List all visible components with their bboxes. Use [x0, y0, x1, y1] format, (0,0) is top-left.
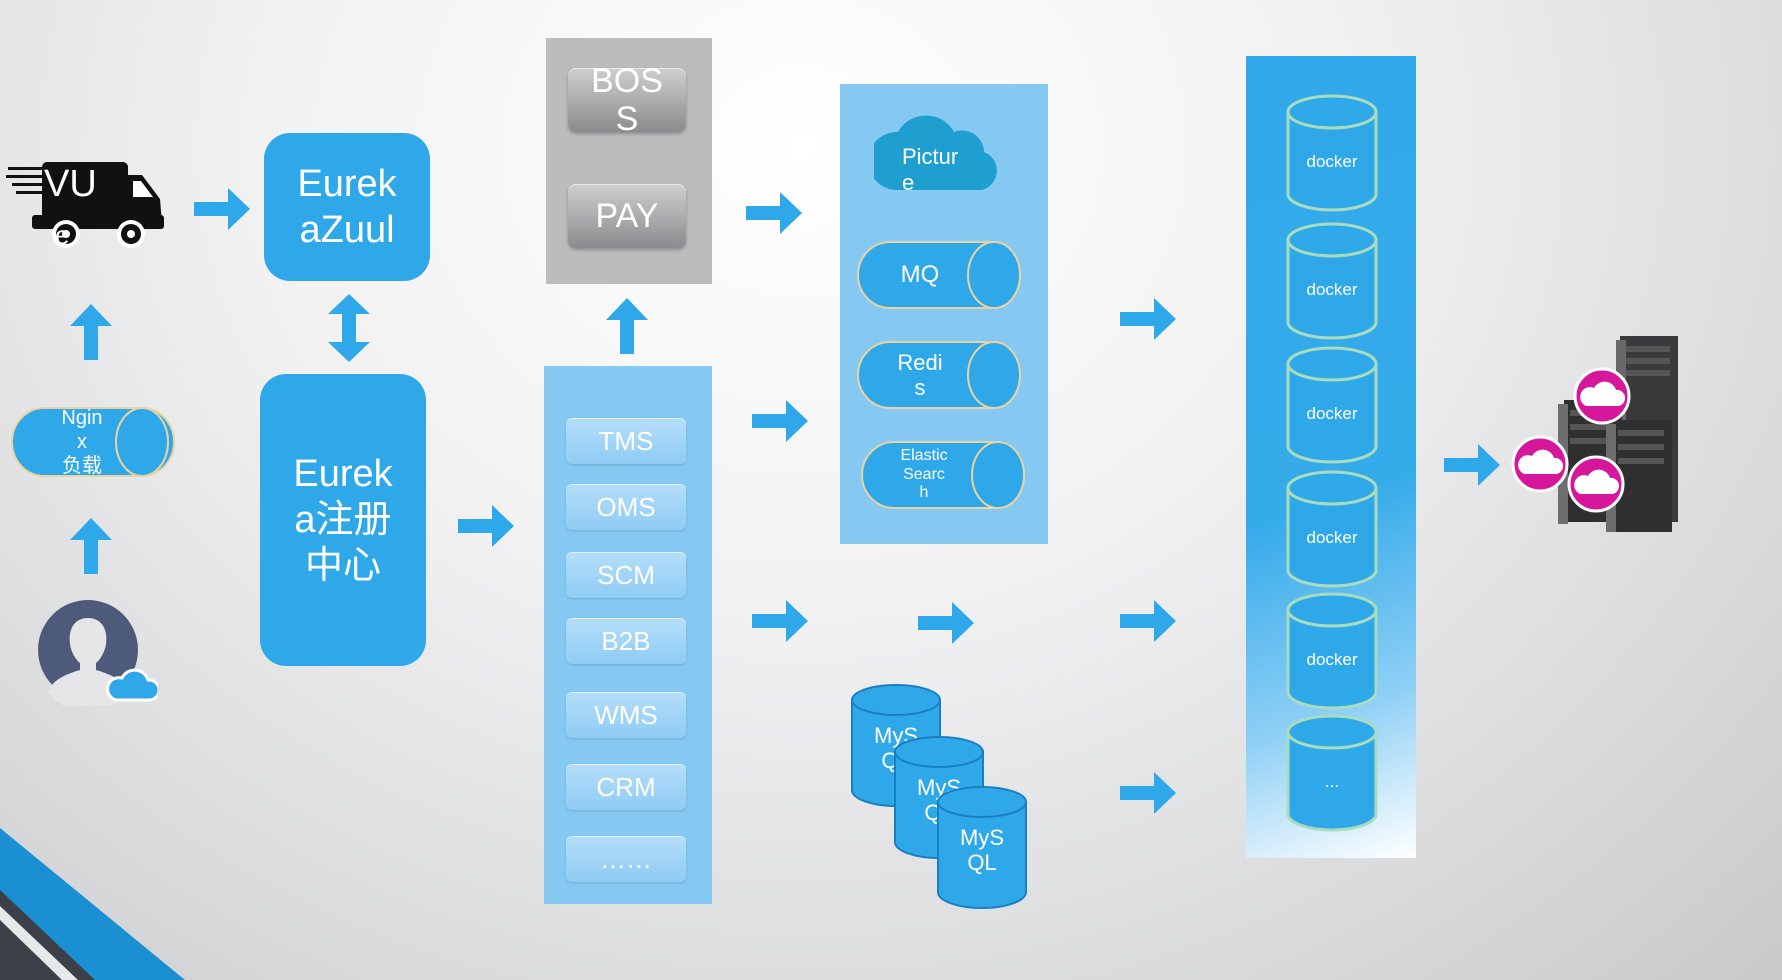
server-cluster-cloud-icon — [1508, 332, 1688, 532]
nginx-load-balancer: Ngin x 负载 — [10, 406, 178, 478]
eureka-registry-box: Eurek a注册 中心 — [260, 374, 426, 666]
service-more: …… — [566, 836, 686, 882]
corner-decoration — [0, 828, 185, 980]
arrow-right-icon — [458, 505, 514, 547]
arrow-right-icon — [752, 400, 808, 442]
redis-cylinder: Redi s — [856, 340, 1024, 410]
service-oms: OMS — [566, 484, 686, 530]
arrow-up-icon — [70, 304, 112, 360]
docker-label: ... — [1324, 772, 1340, 791]
top-services-panel: BOS S PAY — [546, 38, 712, 284]
docker-container: docker — [1286, 94, 1378, 212]
boss-button: BOS S — [568, 62, 686, 138]
arrow-up-icon — [606, 298, 648, 354]
docker-label: docker — [1306, 528, 1358, 547]
arrow-right-icon — [1120, 772, 1176, 814]
elasticsearch-cylinder: Elastic Searc h — [860, 440, 1028, 510]
docker-label: docker — [1306, 650, 1358, 669]
arrow-right-icon — [1120, 600, 1176, 642]
arrow-bidirectional-icon — [328, 294, 370, 362]
docker-container: docker — [1286, 346, 1378, 464]
eureka-zuul-label: Eurek aZuul — [297, 163, 397, 251]
middleware-panel: Pictur e MQ Redi s Elastic Searc h — [840, 84, 1048, 544]
arrow-up-icon — [70, 518, 112, 574]
picture-label: Pictur e — [902, 144, 959, 195]
truck-sublabel: e — [55, 220, 70, 250]
arrow-right-icon — [918, 602, 974, 644]
redis-label: Redi s — [897, 349, 943, 400]
elasticsearch-label: Elastic Searc h — [900, 447, 948, 502]
pay-button: PAY — [568, 184, 686, 248]
docker-label: docker — [1306, 404, 1358, 423]
arrow-right-icon — [1444, 444, 1500, 486]
arrow-right-icon — [746, 192, 802, 234]
user-with-cloud-icon — [38, 600, 161, 712]
arrow-right-icon — [194, 188, 250, 230]
services-panel: TMS OMS SCM B2B WMS CRM …… — [544, 366, 712, 904]
docker-container: docker — [1286, 222, 1378, 340]
eureka-registry-label: Eurek a注册 中心 — [293, 453, 393, 587]
docker-label: docker — [1306, 280, 1358, 299]
truck-icon — [6, 157, 166, 253]
mq-cylinder: MQ — [856, 240, 1024, 310]
mysql-cylinder: MyS QL — [936, 786, 1028, 910]
arrow-right-icon — [752, 600, 808, 642]
service-crm: CRM — [566, 764, 686, 810]
docker-container: docker — [1286, 470, 1378, 588]
docker-container: docker — [1286, 592, 1378, 710]
arrow-right-icon — [1120, 298, 1176, 340]
mq-label: MQ — [900, 261, 940, 289]
truck-label: VU — [44, 163, 97, 205]
mysql-label-3: MyS QL — [960, 824, 1004, 875]
docker-container: ... — [1286, 714, 1378, 832]
service-wms: WMS — [566, 692, 686, 738]
picture-cloud-icon: Pictur e — [867, 102, 1004, 195]
nginx-label: Ngin x 负载 — [61, 407, 103, 477]
docker-label: docker — [1306, 152, 1358, 171]
service-b2b: B2B — [566, 618, 686, 664]
service-scm: SCM — [566, 552, 686, 598]
docker-panel: docker docker docker docker docker — [1246, 56, 1416, 858]
service-tms: TMS — [566, 418, 686, 464]
eureka-zuul-box: Eurek aZuul — [264, 133, 430, 281]
